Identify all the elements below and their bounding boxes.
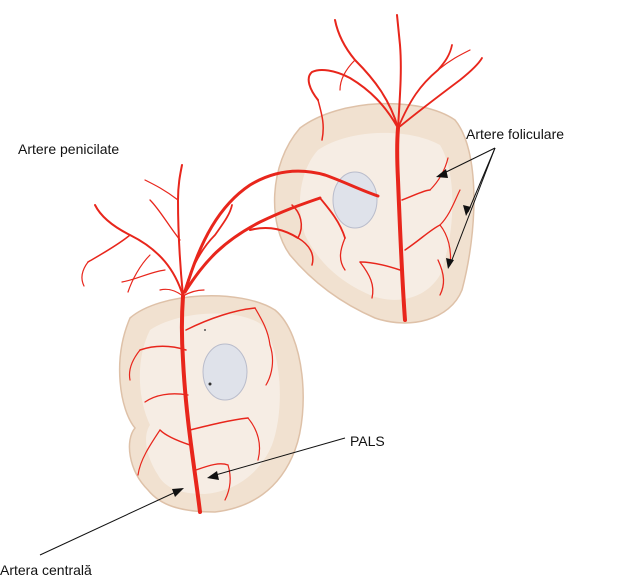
follicle-lower bbox=[120, 296, 304, 512]
penicillar-artery bbox=[160, 289, 183, 296]
pointer-line bbox=[40, 490, 180, 555]
penicillar-artery bbox=[150, 200, 180, 240]
speck bbox=[204, 329, 206, 331]
germinal-center-lower bbox=[203, 344, 247, 400]
follicle-upper bbox=[275, 104, 474, 323]
penicillar-artery bbox=[438, 50, 470, 70]
label-artere-penicilate: Artere penicilate bbox=[18, 141, 119, 157]
penicillar-artery bbox=[178, 165, 183, 296]
penicillar-artery bbox=[145, 180, 178, 200]
penicillar-artery bbox=[82, 262, 88, 286]
penicillar-artery bbox=[88, 235, 130, 262]
speck bbox=[209, 383, 212, 386]
penicillar-artery bbox=[128, 255, 150, 292]
label-pals: PALS bbox=[350, 433, 385, 449]
label-artera-centrala: Artera centrală bbox=[0, 562, 92, 578]
label-artere-foliculare: Artere foliculare bbox=[466, 126, 564, 142]
penicillar-artery bbox=[122, 270, 165, 282]
